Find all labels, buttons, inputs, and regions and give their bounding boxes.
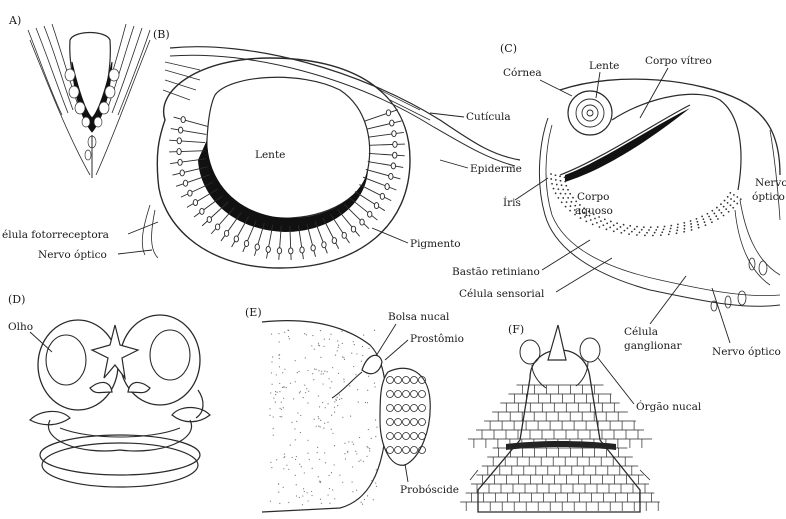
panel-e-letter: (E) [245,306,262,319]
panel-f-letter: (F) [508,323,524,336]
label-celula-ganglionar-1: Célula [624,326,658,338]
label-cornea: Córnea [503,67,542,79]
label-celula-ganglionar-2: ganglionar [624,340,683,352]
panel-d-head: (D) Olho [8,293,210,487]
label-corpo-vitreo: Corpo vítreo [645,55,712,67]
label-proboscide: Probóscide [400,484,459,496]
label-celula-fotorreceptora: élula fotorreceptora [2,229,109,241]
label-lente-c: Lente [589,60,619,72]
panel-c-letter: (C) [500,42,517,55]
label-nervo-c-1: Nervo [755,177,786,189]
panel-a-cup-eye: A) [8,14,150,178]
label-bastao-retiniano: Bastão retiniano [452,266,540,278]
label-celula-sensorial: Célula sensorial [459,288,545,300]
label-pigmento: Pigmento [410,238,461,250]
label-iris: Íris [503,195,521,209]
panel-b-lens-eye: (B) Lente Cutícula Epiderme Pigmento [142,28,522,268]
label-olho: Olho [8,321,33,333]
label-nervo-optico-c: Nervo óptico [712,346,781,358]
label-lente-b: Lente [255,149,285,161]
label-cuticula: Cutícula [466,111,511,123]
label-bolsa-nucal: Bolsa nucal [388,311,450,323]
label-corpo-aquoso-2: aquoso [575,205,613,217]
panel-d-letter: (D) [8,293,25,306]
label-nervo-c-2: óptico [752,191,785,203]
panel-e-prostomium: (E) Bolsa nucal Prostômio Probóscide [245,306,464,512]
label-orgao-nucal: Órgão nucal [636,399,702,413]
panel-b-letter: (B) [153,28,170,41]
panel-c-vertebrate-like-eye: (C) Córnea Lente Corpo vítreo Nervo ópti… [452,42,786,358]
label-prostomio: Prostômio [410,333,464,345]
label-epiderme: Epiderme [470,163,522,175]
label-corpo-aquoso-1: Corpo [577,191,609,203]
panel-a-letter: A) [8,14,21,27]
label-nervo-optico-b: Nervo óptico [38,249,107,261]
